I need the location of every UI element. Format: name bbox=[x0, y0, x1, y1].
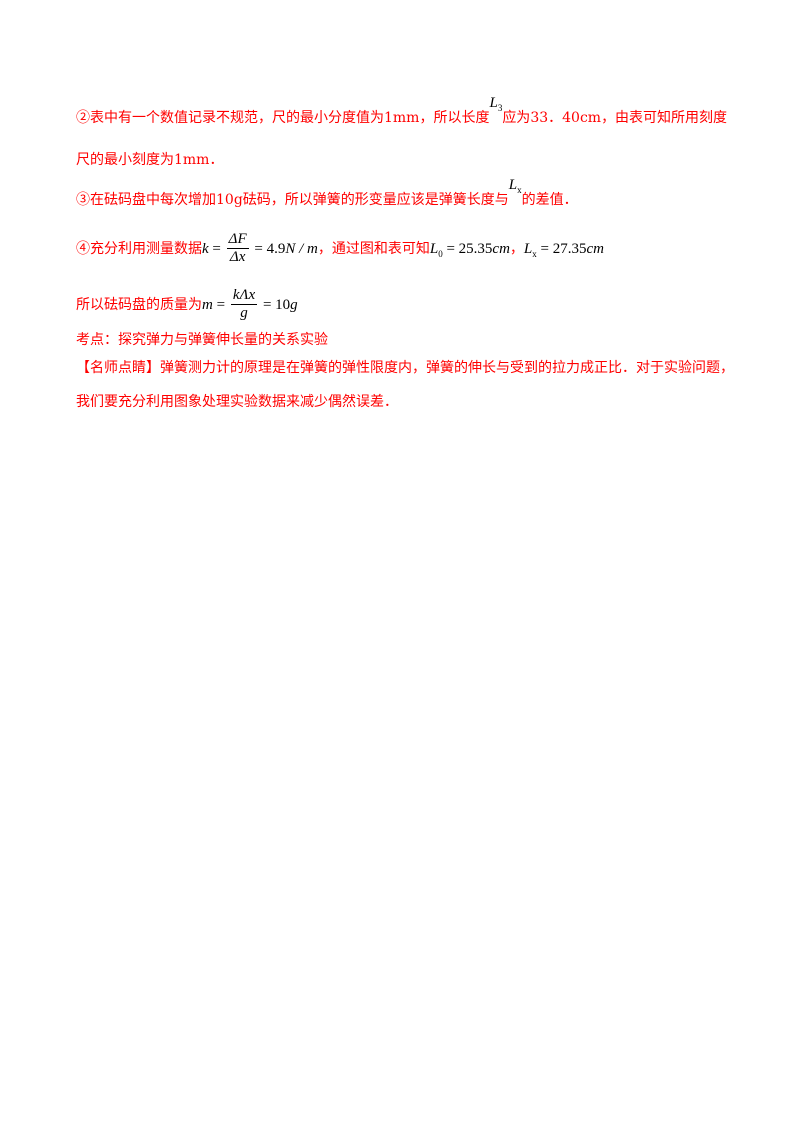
p2-text-b3: ，由表可知所用刻度 bbox=[601, 110, 728, 126]
tip-label: 【名师点睛】 bbox=[76, 360, 160, 376]
paragraph-3: ③在砝码盘中每次增加10g砝码，所以弹簧的形变量应该是弹簧长度与Lx的差值． bbox=[76, 177, 578, 211]
p2-text-b2: 33．40cm bbox=[530, 110, 602, 126]
p3-text-a3: 砝码，所以弹簧的形变量应该是弹簧长度与 bbox=[242, 192, 509, 208]
p2-text-b: 应为 bbox=[502, 110, 531, 126]
paragraph-2-line-2: 尺的最小刻度为1mm． bbox=[76, 150, 223, 170]
p2-text-a: ②表中有一个数值记录不规范，尺的最小分度值为 bbox=[76, 110, 384, 126]
p2-variable: L3 bbox=[489, 95, 503, 113]
p2-text-a3: ，所以长度 bbox=[419, 110, 490, 126]
p3-text-b: 的差值． bbox=[521, 192, 578, 208]
p5-text-a: 所以砝码盘的质量为 bbox=[76, 296, 202, 313]
p4-formula-L0: L0 = 25.35cm bbox=[429, 240, 510, 259]
p4-text-b: ，通过图和表可知 bbox=[317, 240, 430, 257]
tip-line-1: 【名师点睛】弹簧测力计的原理是在弹簧的弹性限度内，弹簧的伸长与受到的拉力成正比．… bbox=[76, 358, 734, 378]
p2-line2-b: 1mm bbox=[174, 152, 210, 168]
p2-line2-a: 尺的最小刻度为 bbox=[76, 152, 174, 168]
p3-variable: Lx bbox=[508, 177, 522, 195]
paragraph-2-line-1: ②表中有一个数值记录不规范，尺的最小分度值为1mm，所以长度L3应为33．40c… bbox=[76, 95, 728, 129]
p4-comma: ， bbox=[509, 240, 524, 257]
p2-line2-c: ． bbox=[209, 152, 224, 168]
kaodian-line: 考点：探究弹力与弹簧伸长量的关系实验 bbox=[76, 332, 328, 348]
tip-line-2: 我们要充分利用图象处理实验数据来减少偶然误差． bbox=[76, 394, 398, 410]
p2-text-a2: 1mm bbox=[384, 110, 420, 126]
tip-text-1: 弹簧测力计的原理是在弹簧的弹性限度内，弹簧的伸长与受到的拉力成正比．对于实验问题… bbox=[160, 360, 734, 376]
p3-text-a: ③在砝码盘中每次增加 bbox=[76, 192, 216, 208]
p4-text-a: ④充分利用测量数据 bbox=[76, 240, 202, 257]
p4-formula-Lx: Lx = 27.35cm bbox=[523, 240, 604, 259]
p3-text-a2: 10g bbox=[216, 192, 243, 208]
